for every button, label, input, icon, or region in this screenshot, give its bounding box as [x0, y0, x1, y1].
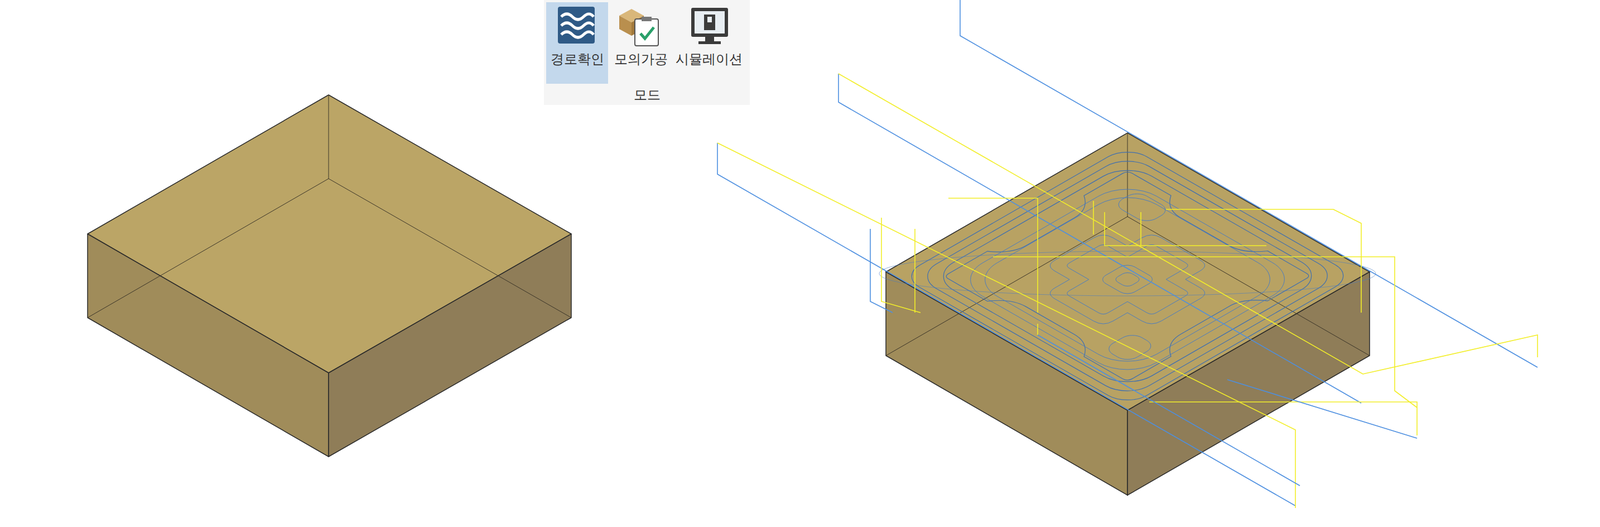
box-check-icon — [619, 8, 659, 46]
button-label: 시뮬레이션 — [675, 51, 743, 67]
stock-box — [87, 94, 572, 457]
ribbon-button: 경로확인 — [546, 2, 609, 84]
ribbon-button: 모의가공 — [611, 2, 671, 84]
button-label: 경로확인 — [550, 51, 605, 67]
monitor-icon — [691, 7, 729, 45]
ribbon-panel — [543, 0, 750, 105]
waves-icon — [557, 6, 595, 44]
group-label: 모드 — [633, 87, 661, 103]
stock-box-with-toolpath — [717, 0, 1538, 508]
button-label: 모의가공 — [614, 51, 668, 67]
ribbon-group: 모드 경로확인 모의가공 시뮬레이션 — [543, 0, 750, 105]
ribbon-button: 시뮬레이션 — [673, 2, 745, 84]
selected-button-highlight — [546, 2, 609, 84]
